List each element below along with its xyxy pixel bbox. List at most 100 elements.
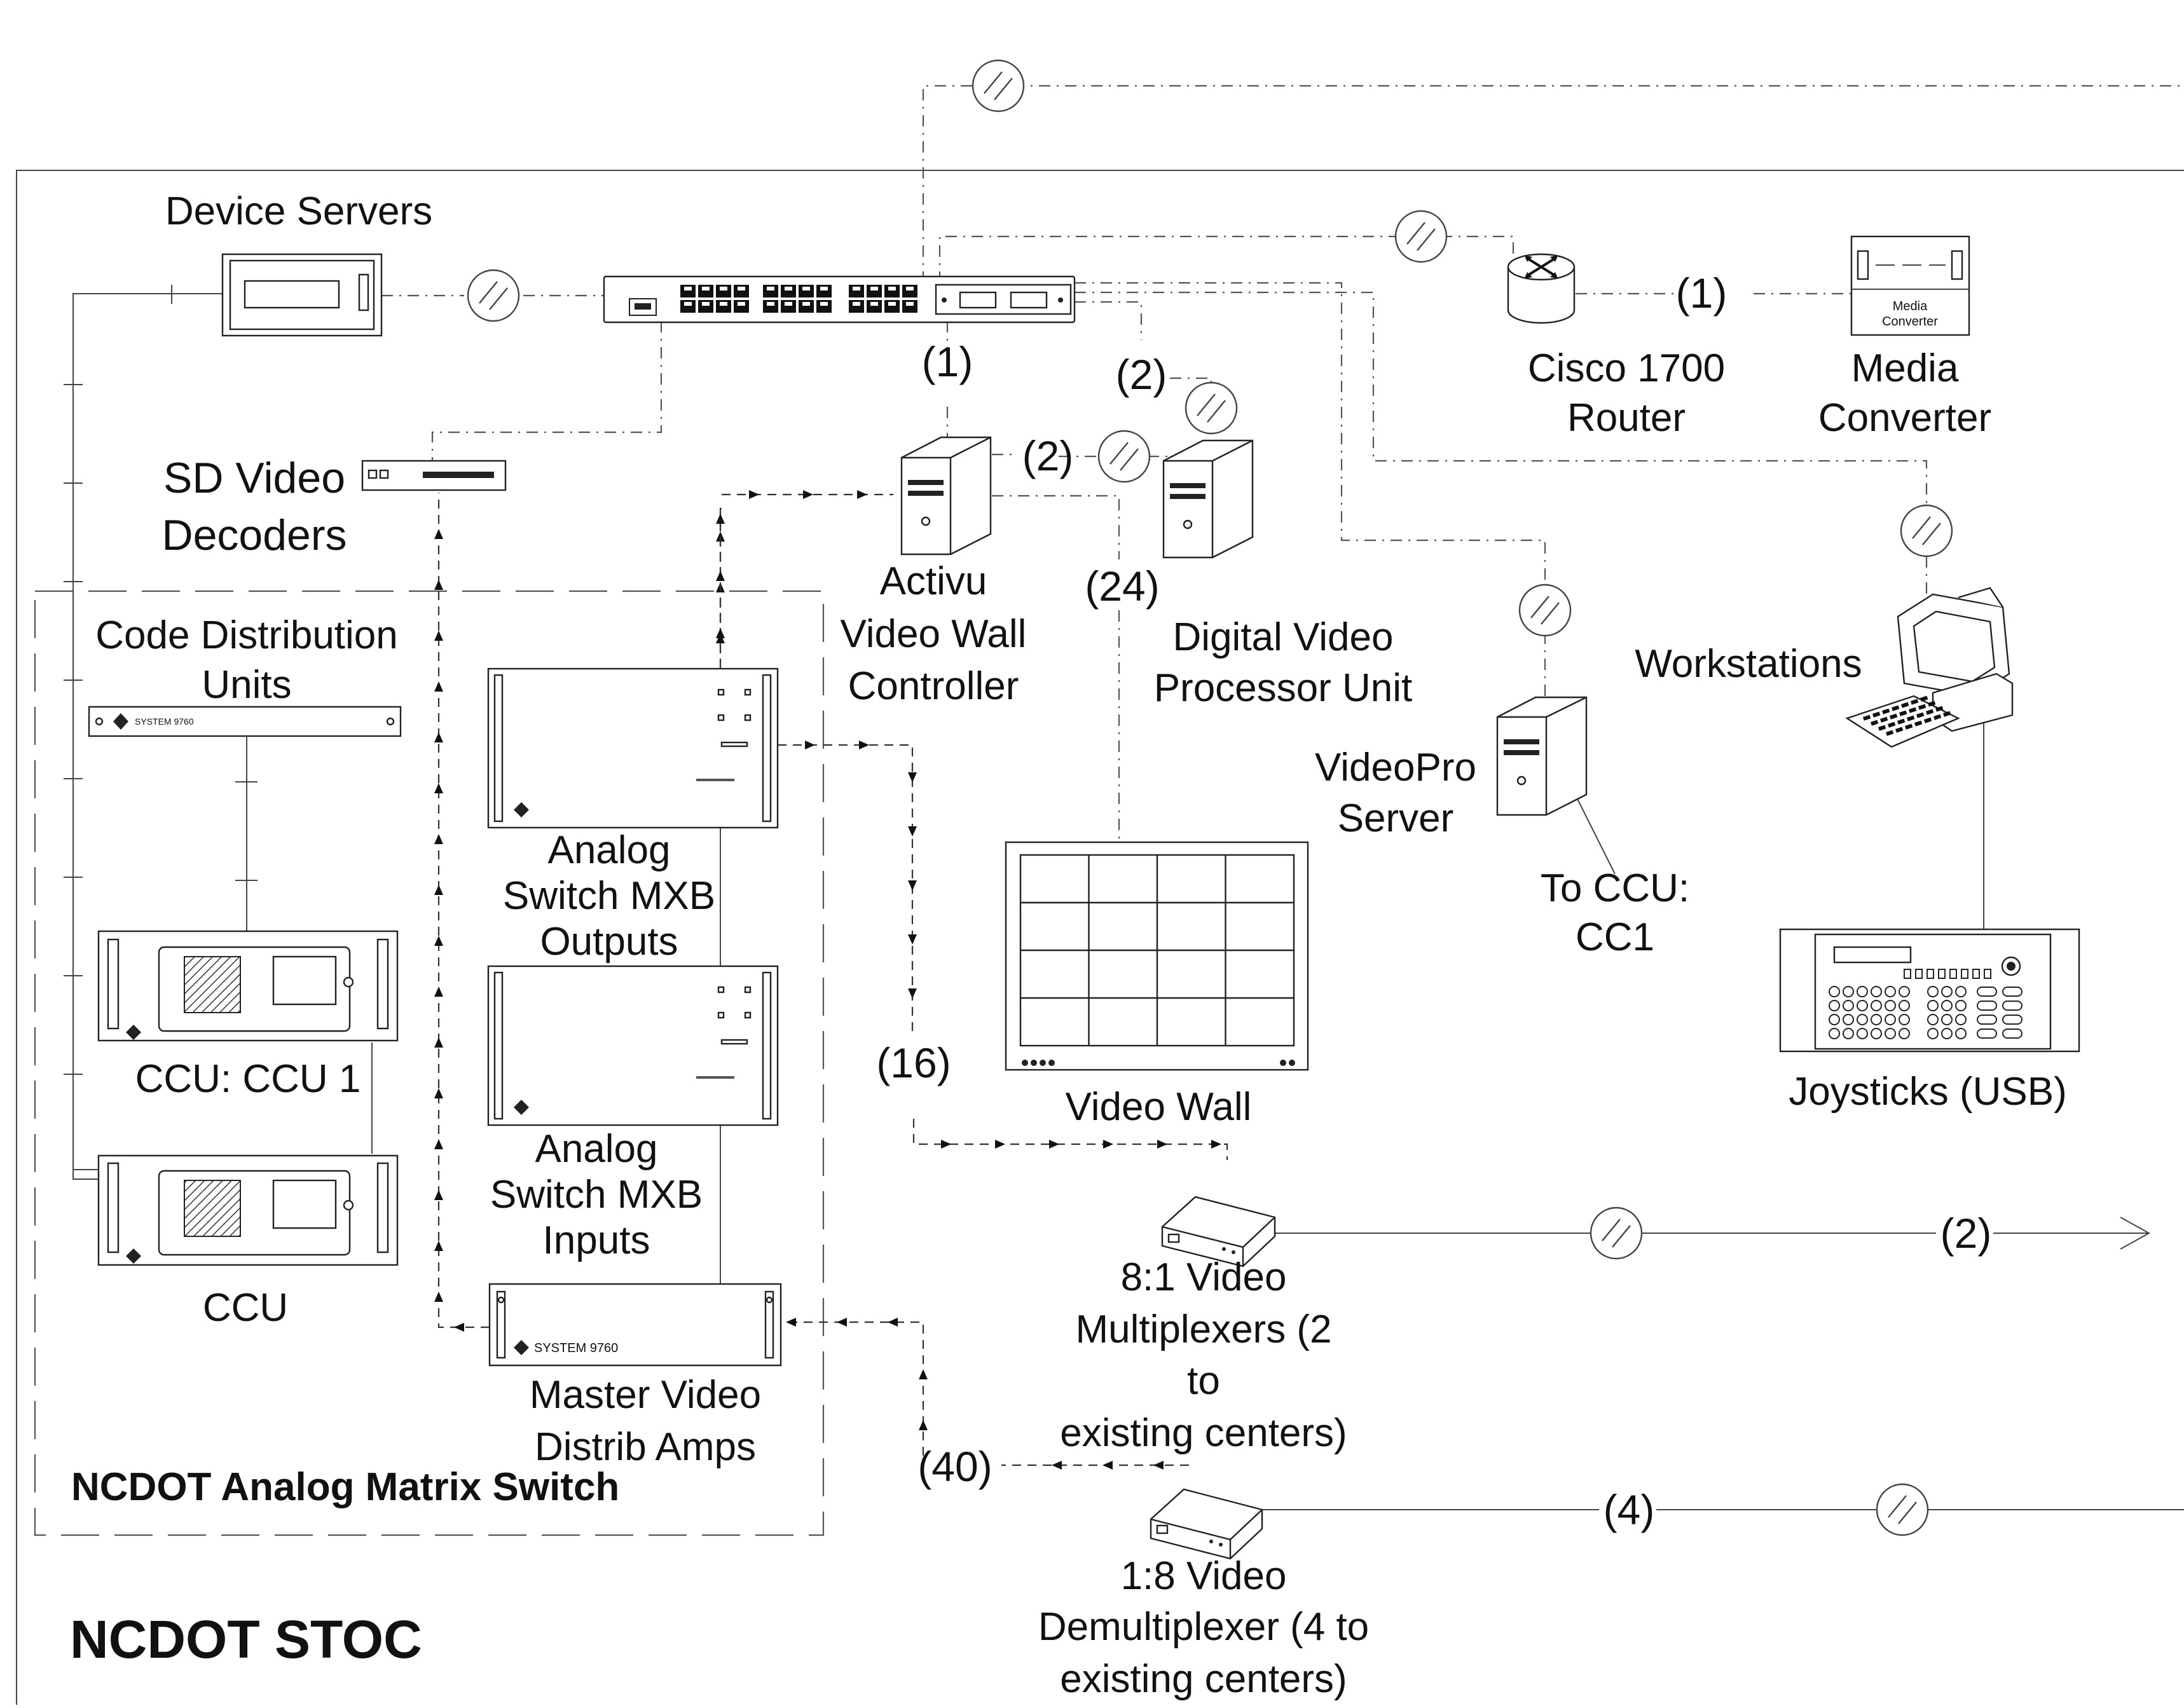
signal-arrow: [434, 783, 443, 793]
keyboard-key: [1924, 717, 1932, 723]
joystick-key: [1885, 1014, 1896, 1025]
amps-brand: SYSTEM 9760: [534, 1341, 618, 1355]
keyboard-key: [1897, 718, 1906, 725]
switch-port-notch: [802, 302, 810, 306]
signal-arrow: [919, 1369, 928, 1379]
label-sd-decoders-1: SD Video: [163, 454, 345, 502]
code-distribution-unit: SYSTEM 9760: [88, 706, 402, 737]
count-outputs-feed: (16): [876, 1039, 951, 1086]
video-signal-path: [778, 741, 917, 1033]
joystick-key: [1871, 1000, 1882, 1011]
keyboard-key: [1935, 706, 1944, 712]
joystick-key: [1885, 1000, 1896, 1011]
switch-port-notch: [720, 287, 727, 290]
joystick-key: [1941, 1014, 1953, 1025]
switch-port-notch: [738, 287, 745, 290]
switch-port-notch: [767, 302, 774, 306]
keyboard-key: [1880, 716, 1888, 723]
cisco-router: [1507, 253, 1576, 324]
signal-arrow: [908, 826, 917, 837]
keyboard-key: [1872, 711, 1881, 718]
switch-port-notch: [738, 302, 745, 306]
joystick-key: [1857, 1028, 1868, 1039]
keyboard-key: [1889, 713, 1898, 720]
media-converter-inner-1: Media: [1893, 299, 1928, 313]
switch-port-notch: [785, 287, 792, 290]
signal-arrow: [908, 934, 917, 945]
label-amps-2: Distrib Amps: [535, 1425, 756, 1469]
keyboard-key: [1901, 702, 1909, 708]
label-inputs-1: Analog: [535, 1127, 657, 1171]
count-demux-in: (40): [917, 1443, 992, 1490]
label-mux-1: 8:1 Video: [1121, 1255, 1287, 1299]
joystick-key: [1926, 969, 1934, 979]
keyboard-key: [1899, 710, 1907, 716]
label-demux-1: 1:8 Video: [1121, 1554, 1287, 1598]
switch-port-notch: [702, 287, 710, 290]
count-demux-out: (4): [1604, 1486, 1655, 1533]
joystick-key: [2002, 1028, 2023, 1039]
video-signal-path: [912, 1119, 1228, 1160]
joystick-key: [1899, 986, 1910, 997]
switch-port-notch: [888, 302, 896, 306]
joystick-key: [1961, 969, 1968, 979]
joystick-key: [1941, 986, 1953, 997]
ccu-1-rack: [97, 930, 399, 1042]
keyboard-key: [1943, 711, 1951, 717]
label-code-dist-2: Units: [202, 663, 291, 707]
keyboard-key: [1878, 725, 1886, 731]
joystick-keyboard: [1779, 928, 2080, 1053]
joystick-key: [1871, 986, 1882, 997]
switch-port-notch: [853, 287, 860, 290]
videopro-server: [1496, 696, 1588, 816]
label-dvpu-2: Processor Unit: [1154, 666, 1413, 710]
signal-arrow: [837, 1318, 847, 1327]
joystick-key: [1885, 986, 1896, 997]
joystick-key: [1927, 1028, 1939, 1039]
count-wall-feed: (24): [1085, 563, 1159, 610]
labels: Device Servers SD Video Decoders Code Di…: [70, 189, 2067, 1701]
media-converter: Media Converter: [1850, 235, 1970, 336]
label-ccu-1: CCU: CCU 1: [135, 1057, 361, 1101]
joystick-key: [1843, 1014, 1854, 1025]
signal-arrow: [434, 1292, 443, 1302]
label-demux-3: existing centers): [1060, 1657, 1347, 1701]
joystick-key: [1899, 1000, 1910, 1011]
signal-arrow: [716, 514, 725, 524]
signal-arrow: [1103, 1140, 1113, 1149]
joystick-key: [1829, 986, 1840, 997]
signal-arrow: [749, 490, 759, 499]
signal-arrow: [434, 631, 443, 641]
signal-arrow: [434, 580, 443, 590]
video-signal-path: [716, 512, 725, 667]
signal-arrow: [434, 987, 443, 997]
joystick-key: [1899, 1014, 1910, 1025]
label-ccu: CCU: [203, 1286, 288, 1330]
switch-port-notch: [820, 287, 828, 290]
label-to-ccu-1: To CCU:: [1541, 866, 1689, 910]
signal-arrow: [716, 628, 725, 638]
switch-port-notch: [820, 302, 828, 306]
joystick-key: [1857, 986, 1868, 997]
keyboard-key: [1918, 704, 1926, 710]
keyboard-key: [1870, 720, 1879, 726]
label-outputs-1: Analog: [547, 828, 670, 872]
label-device-servers: Device Servers: [165, 189, 432, 233]
label-inputs-2: Switch MXB: [490, 1173, 703, 1217]
joystick-key: [1829, 1028, 1840, 1039]
switch-port-notch: [802, 287, 810, 290]
label-workstations: Workstations: [1635, 642, 1862, 686]
keyboard-key: [1911, 699, 1919, 705]
fiber-break-symbol: [1590, 1206, 1643, 1260]
switch-port-notch: [853, 302, 860, 306]
fiber-break-symbol: [1876, 1483, 1929, 1536]
joystick-key: [1938, 969, 1946, 979]
signal-arrow: [908, 988, 917, 999]
keyboard-key: [1882, 708, 1890, 714]
joystick-key: [1915, 969, 1923, 979]
joystick-key: [1829, 1000, 1840, 1011]
switch-port-notch: [906, 302, 914, 306]
signal-arrow: [434, 1139, 443, 1149]
switch-port-notch: [720, 302, 727, 306]
label-mux-3: to: [1187, 1359, 1220, 1403]
